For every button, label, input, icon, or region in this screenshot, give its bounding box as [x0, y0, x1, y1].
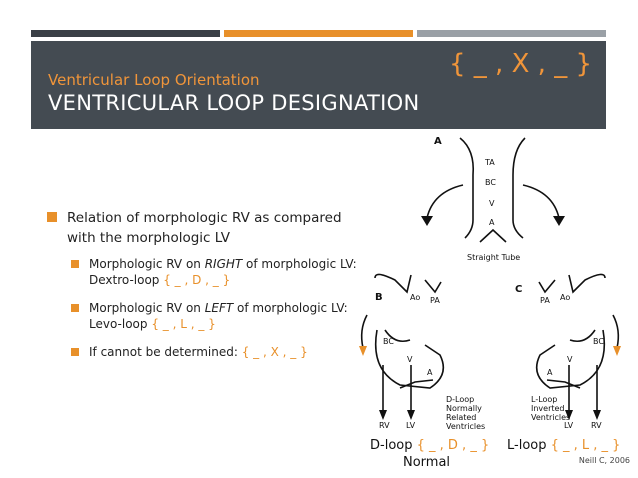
lloop-note: Ventricles: [531, 413, 570, 422]
sub-bullet-levo: Morphologic RV on LEFT of morphologic LV…: [71, 300, 369, 332]
bullet-square-icon: [47, 212, 57, 222]
sub-bullet-dextro: Morphologic RV on RIGHT of morphologic L…: [71, 256, 369, 288]
diagram-label: Ao: [560, 293, 570, 302]
sub-bullet-emphasis: LEFT: [204, 301, 234, 315]
lloop-note: Inverted: [531, 404, 565, 413]
lloop-caption: L-loop { _ , L , _ }: [507, 438, 620, 453]
accent-bar-dark: [31, 30, 220, 37]
xloop-code: { _ , X , _ }: [241, 345, 308, 359]
diagram-label: RV: [379, 421, 390, 430]
lloop-code: { _ , L , _ }: [151, 317, 216, 331]
dloop-caption-code: { _ , D , _ }: [416, 438, 490, 453]
panel-b-label: B: [375, 292, 383, 303]
diagram-label: V: [407, 355, 413, 364]
diagram-label: A: [427, 368, 433, 377]
dloop-note: Normally: [446, 404, 482, 413]
sub-bullet-text: Morphologic RV on: [89, 257, 205, 271]
accent-bar-orange: [224, 30, 413, 37]
accent-bar-gray: [417, 30, 606, 37]
diagram-label: BC: [485, 178, 496, 187]
bullet-square-icon: [71, 348, 79, 356]
slide-subtitle: Ventricular Loop Orientation: [48, 71, 260, 89]
diagram-label: V: [567, 355, 573, 364]
dloop-note: Related: [446, 413, 476, 422]
panel-c-label: C: [515, 284, 522, 295]
loop-notation: { _ , X , _ }: [448, 49, 592, 79]
lloop-note: L-Loop: [531, 395, 557, 404]
dloop-note: D-Loop: [446, 395, 474, 404]
dloop-caption-text: D-loop: [370, 438, 417, 453]
panel-a-label: A: [434, 136, 442, 147]
main-bullet-text: Relation of morphologic RV as compared w…: [67, 210, 342, 246]
sub-bullet-text: Dextro-loop: [89, 273, 164, 287]
citation: Neill C, 2006: [578, 456, 630, 465]
diagram-label: PA: [540, 296, 550, 305]
dloop-code: { _ , D , _ }: [163, 273, 231, 287]
dloop-caption: D-loop { _ , D , _ }: [370, 438, 489, 453]
sub-bullet-text: If cannot be determined:: [89, 345, 242, 359]
diagram-label: V: [489, 199, 495, 208]
sub-bullet-text: Levo-loop: [89, 317, 152, 331]
slide-title: VENTRICULAR LOOP DESIGNATION: [48, 91, 420, 115]
diagram-label: BC: [593, 337, 604, 346]
sub-bullet-text: of morphologic LV:: [242, 257, 357, 271]
slide-header: Ventricular Loop Orientation VENTRICULAR…: [31, 41, 606, 129]
diagram-label: BC: [383, 337, 394, 346]
bullet-square-icon: [71, 304, 79, 312]
diagram-label: TA: [484, 158, 495, 167]
sub-bullet-emphasis: RIGHT: [204, 257, 243, 271]
diagram-label: LV: [564, 421, 574, 430]
diagram-label: A: [489, 218, 495, 227]
bullet-square-icon: [71, 260, 79, 268]
normal-caption: Normal: [403, 455, 451, 470]
sub-bullet-text: of morphologic LV:: [233, 301, 348, 315]
diagram-label: Ao: [410, 293, 420, 302]
lloop-caption-text: L-loop: [507, 438, 551, 453]
dloop-note: Ventricles: [446, 422, 485, 431]
lloop-caption-code: { _ , L , _ }: [550, 438, 621, 453]
sub-bullet-text: Morphologic RV on: [89, 301, 205, 315]
diagram-label: A: [547, 368, 553, 377]
sub-bullet-undetermined: If cannot be determined: { _ , X , _ }: [71, 344, 369, 360]
diagram-label: RV: [591, 421, 602, 430]
straight-tube-caption: Straight Tube: [467, 253, 520, 262]
diagram-label: LV: [406, 421, 416, 430]
diagram-label: PA: [430, 296, 440, 305]
loop-diagram: A TA BC V A Straight Tube B Ao PA BC V A…: [359, 136, 621, 431]
